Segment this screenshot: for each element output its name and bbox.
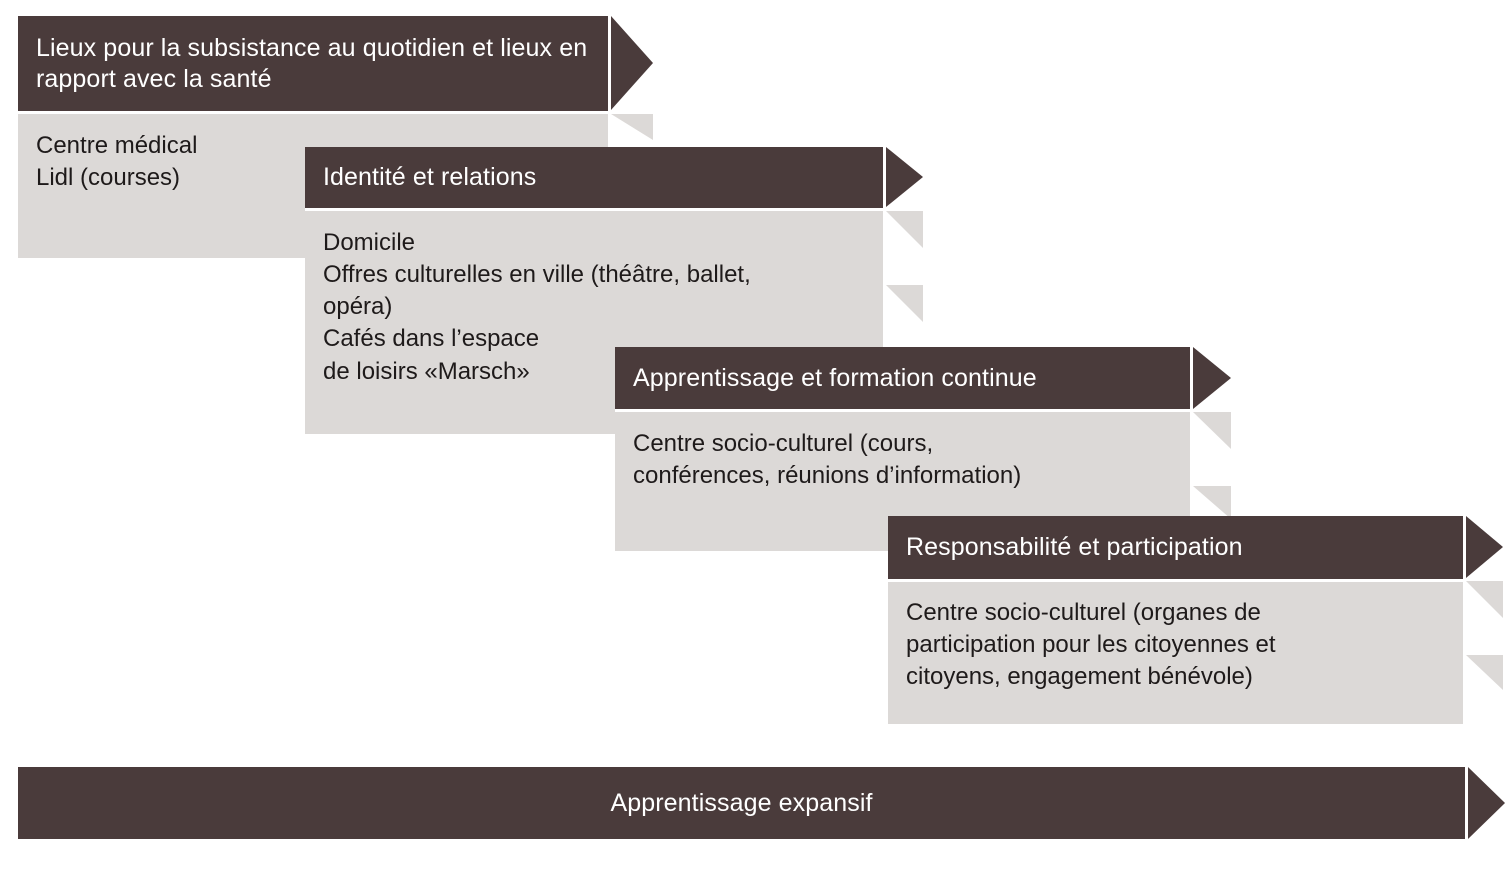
bottom-banner-notch [1465,767,1468,839]
step-1-header: Lieux pour la subsistance au quotidien e… [18,16,608,111]
step-card-3: Centre socio-culturel (cours, conférence… [615,347,1231,551]
step-4-separator [888,579,1463,582]
step-3-header-arrow-icon [1193,347,1231,409]
bottom-banner: Apprentissage expansif [18,767,1505,839]
step-1-header-arrow-icon [611,16,653,110]
step-1-separator [18,111,608,114]
bottom-banner-label: Apprentissage expansif [610,788,873,817]
step-4-header-text: Responsabilité et participation [906,533,1243,562]
step-2-body-arrow-icon-1 [886,211,923,285]
step-2-header: Identité et relations [305,147,883,208]
step-2-header-text: Identité et relations [323,163,537,192]
step-2-body-text: Domicile Offres culturelles en ville (th… [323,229,751,385]
step-1-body-text: Centre médical Lidl (courses) [36,132,198,192]
step-1-body-arrow-icon [611,114,653,166]
step-3-body-arrow-icon-1 [1193,412,1231,486]
step-4-header-arrow-icon [1466,516,1503,578]
step-3-separator [615,409,1190,412]
step-3-header: Apprentissage et formation continue [615,347,1190,409]
step-4-body-text: Centre socio-culturel (organes de partic… [906,599,1276,691]
step-card-4: Centre socio-culturel (organes de partic… [888,516,1503,724]
step-4-body: Centre socio-culturel (organes de partic… [888,581,1463,724]
step-3-body: Centre socio-culturel (cours, conférence… [615,412,1190,551]
step-2-header-arrow-icon [886,147,923,207]
step-4-body-arrow-icon-2 [1466,655,1503,725]
step-card-2: Domicile Offres culturelles en ville (th… [305,147,923,434]
step-3-header-text: Apprentissage et formation continue [633,363,1037,392]
step-3-body-arrow-icon-2 [1193,486,1231,552]
step-1-header-text: Lieux pour la subsistance au quotidien e… [36,34,588,93]
bottom-banner-body: Apprentissage expansif [18,767,1465,839]
step-3-body-text: Centre socio-culturel (cours, conférence… [633,430,1022,490]
bottom-banner-arrow-icon [1468,767,1505,839]
step-2-body: Domicile Offres culturelles en ville (th… [305,211,883,434]
step-4-header: Responsabilité et participation [888,516,1463,579]
step-4-body-arrow-icon-1 [1466,581,1503,655]
step-2-separator [305,208,883,211]
step-2-body-arrow-icon-2 [886,285,923,359]
